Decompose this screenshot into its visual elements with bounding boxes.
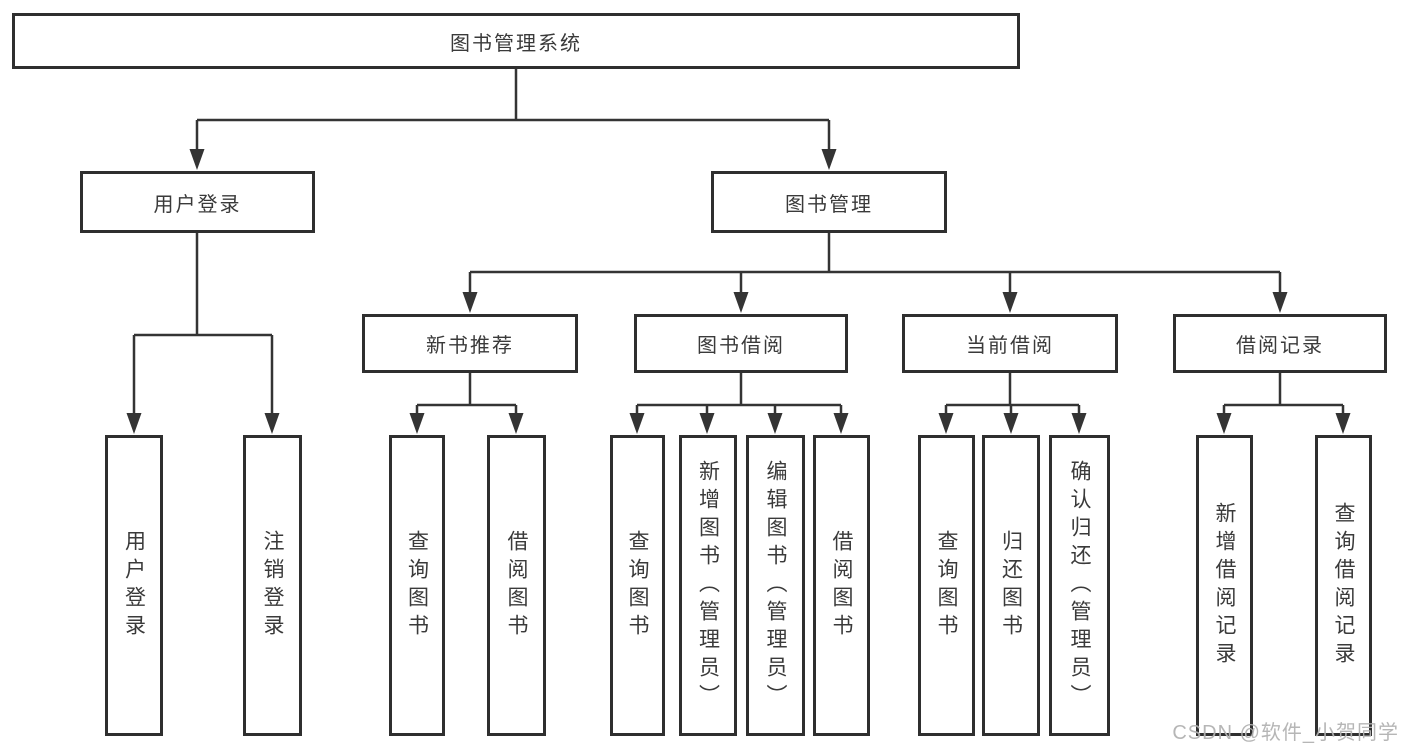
connector-borrow-records-to-leaves <box>1222 373 1345 417</box>
leaf-borrow-add-books-admin: 新增图书（管理员） <box>679 435 737 736</box>
connector-paths <box>132 68 1345 417</box>
node-label: 用户登录 <box>153 193 242 216</box>
node-label: 归还图书 <box>999 529 1023 642</box>
arrowhead <box>462 292 478 313</box>
node-user-login-group: 用户登录 <box>80 171 315 233</box>
arrowhead <box>1002 292 1018 313</box>
node-label: 用户登录 <box>122 529 146 642</box>
node-label: 借阅图书 <box>830 529 853 642</box>
node-book-management: 图书管理 <box>711 171 947 233</box>
connector-book-mgmt-to-level3 <box>468 233 1282 296</box>
node-borrow-records: 借阅记录 <box>1173 314 1387 373</box>
leaf-borrow-edit-books-admin: 编辑图书（管理员） <box>746 435 805 736</box>
node-label: 确认归还（管理员） <box>1068 459 1091 712</box>
arrowhead <box>1003 413 1019 434</box>
arrowhead <box>767 413 783 434</box>
arrowhead <box>699 413 715 434</box>
arrowhead <box>833 413 849 434</box>
leaf-records-query-record: 查询借阅记录 <box>1315 435 1372 736</box>
node-label: 借阅图书 <box>505 529 528 642</box>
leaf-records-add-record: 新增借阅记录 <box>1196 435 1253 736</box>
node-label: 图书管理系统 <box>450 32 582 55</box>
arrowhead <box>1272 292 1288 313</box>
node-label: 图书借阅 <box>697 335 785 357</box>
leaf-recommend-borrow-books: 借阅图书 <box>487 435 546 736</box>
arrowhead <box>1335 413 1351 434</box>
node-label: 借阅记录 <box>1236 335 1324 357</box>
connector-root-to-level2 <box>195 68 831 153</box>
arrowhead <box>1216 413 1232 434</box>
node-root-system: 图书管理系统 <box>12 13 1020 69</box>
node-label: 查询图书 <box>626 529 649 642</box>
arrowhead <box>508 413 524 434</box>
node-label: 注销登录 <box>261 529 284 642</box>
node-label: 新增图书（管理员） <box>696 459 720 712</box>
arrowhead <box>1071 413 1087 434</box>
node-label: 查询借阅记录 <box>1332 501 1355 670</box>
node-label: 当前借阅 <box>966 335 1054 357</box>
connector-book-borrow-to-leaves <box>635 373 843 417</box>
node-label: 新增借阅记录 <box>1213 501 1236 670</box>
node-label: 查询图书 <box>935 529 958 642</box>
arrowhead <box>264 413 280 434</box>
node-label: 编辑图书（管理员） <box>764 459 787 712</box>
connector-new-book-rec-to-leaves <box>415 373 518 417</box>
arrowhead <box>126 413 142 434</box>
arrowhead <box>821 149 837 170</box>
arrowhead <box>409 413 425 434</box>
arrowhead <box>629 413 645 434</box>
leaf-logout: 注销登录 <box>243 435 302 736</box>
connector-current-borrow-to-leaves <box>944 373 1081 417</box>
node-book-borrow: 图书借阅 <box>634 314 848 373</box>
arrowhead <box>938 413 954 434</box>
leaf-current-return-books: 归还图书 <box>982 435 1040 736</box>
csdn-watermark: CSDN @软件_小贺同学 <box>1172 722 1399 744</box>
arrowheads <box>126 149 1351 434</box>
leaf-user-login: 用户登录 <box>105 435 163 736</box>
leaf-current-confirm-return-admin: 确认归还（管理员） <box>1049 435 1110 736</box>
leaf-borrow-query-books: 查询图书 <box>610 435 665 736</box>
arrowhead <box>733 292 749 313</box>
leaf-current-query-books: 查询图书 <box>918 435 975 736</box>
node-label: 新书推荐 <box>426 335 514 357</box>
node-label: 图书管理 <box>785 193 873 216</box>
leaf-borrow-borrow-books: 借阅图书 <box>813 435 870 736</box>
node-new-book-recommend: 新书推荐 <box>362 314 578 373</box>
arrowhead <box>189 149 205 170</box>
connector-user-login-to-leaves <box>132 233 274 417</box>
node-label: 查询图书 <box>405 529 429 642</box>
node-current-borrow: 当前借阅 <box>902 314 1118 373</box>
leaf-recommend-query-books: 查询图书 <box>389 435 445 736</box>
